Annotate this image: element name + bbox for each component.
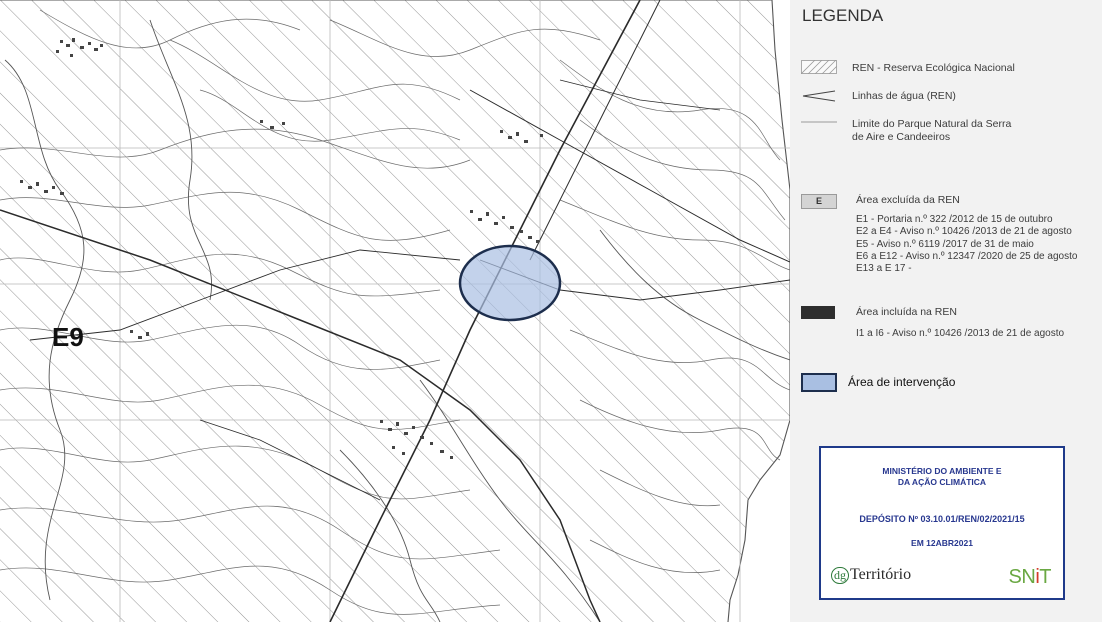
- deposit-stamp: MINISTÉRIO DO AMBIENTE E DA AÇÃO CLIMÁTI…: [819, 446, 1065, 600]
- included-area-icon: [801, 306, 835, 319]
- water-line-icon: [802, 90, 836, 102]
- legend-title: LEGENDA: [802, 6, 884, 25]
- stamp-ministry-line1: MINISTÉRIO DO AMBIENTE E: [882, 466, 1002, 476]
- water-lines: [4, 19, 791, 622]
- legend-included-label: Área incluída na REN: [856, 306, 957, 318]
- legend-excluded-label: Área excluída da REN: [856, 194, 960, 206]
- excluded-area-icon: E: [801, 194, 837, 209]
- hatch-pattern-icon: [801, 60, 837, 74]
- legend-included-detail: I1 a I6 - Aviso n.º 10426 /2013 de 21 de…: [856, 328, 1065, 339]
- snit-logo: SNiT: [1008, 566, 1052, 588]
- map-canvas[interactable]: E9: [0, 0, 791, 622]
- map-svg: [0, 0, 791, 622]
- stamp-date: EM 12ABR2021: [911, 538, 973, 548]
- settlement-clusters: [20, 38, 543, 459]
- legend-excluded-details: E1 - Portaria n.º 322 /2012 de 15 de out…: [856, 214, 1078, 275]
- area-label-e9: E9: [52, 322, 84, 352]
- ren-hatch-area: [0, 0, 791, 622]
- legend-panel: LEGENDA REN - Reserva Ecológica Nacional…: [790, 0, 1102, 622]
- roads: [0, 0, 791, 622]
- legend-water-label: Linhas de água (REN): [852, 90, 956, 102]
- legend-ren-label: REN - Reserva Ecológica Nacional: [852, 62, 1015, 74]
- intervention-area-icon: [801, 373, 837, 392]
- intervention-area[interactable]: [458, 244, 562, 322]
- stamp-deposit-number: DEPÓSITO Nº 03.10.01/REN/02/2021/15: [859, 514, 1025, 524]
- legend-intervention-label: Área de intervenção: [848, 375, 956, 389]
- stamp-ministry-line2: DA AÇÃO CLIMÁTICA: [897, 477, 987, 487]
- boundary-line-icon: [801, 121, 837, 123]
- legend-boundary-label: Limite do Parque Natural da Serra de Air…: [852, 118, 1012, 143]
